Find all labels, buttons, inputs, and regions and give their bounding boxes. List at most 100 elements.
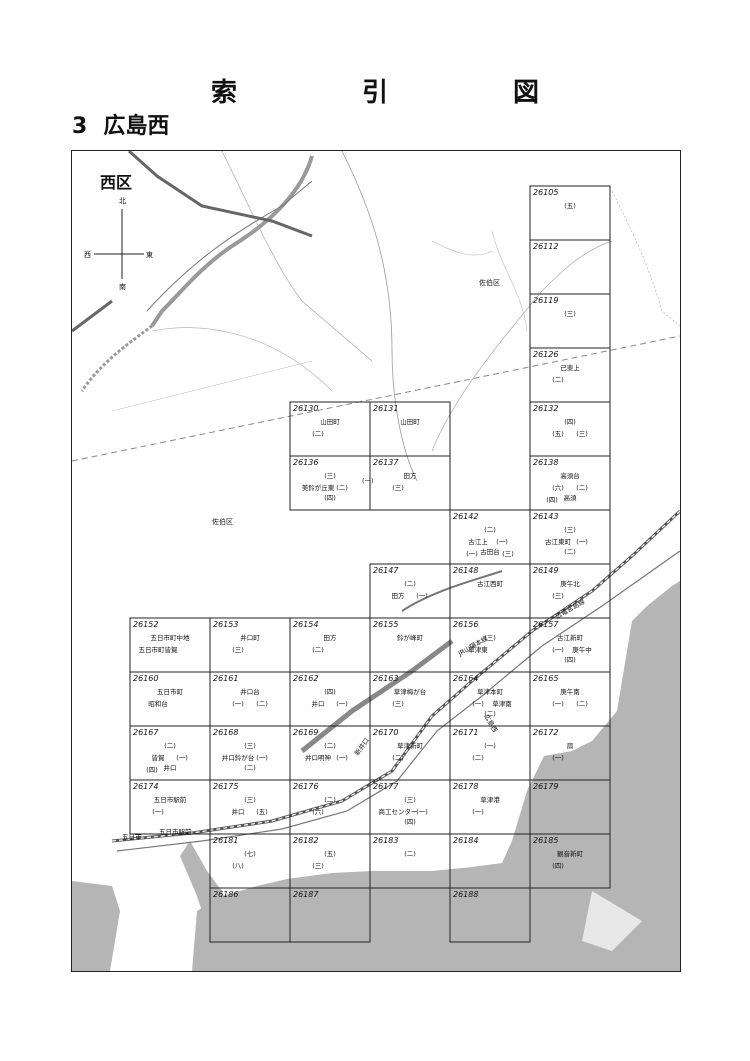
sheet-number-26175: 26175 — [213, 782, 238, 791]
sheet-number-26167: 26167 — [133, 728, 159, 737]
sheet-place-label: 昭和台 — [148, 699, 168, 708]
sheet-labels: 26105(五)2611226119(三)26126己斐上(二)26130山田町… — [133, 188, 592, 899]
sheet-place-label: (一) — [256, 754, 268, 762]
sheet-number-26119: 26119 — [533, 296, 558, 305]
sheet-place-label: 五日市駅前 — [154, 795, 187, 804]
sheet-place-label: (三) — [576, 430, 588, 438]
sheet-place-label: 古江新町 — [557, 633, 584, 642]
sheet-place-label: (二) — [576, 700, 588, 708]
compass-east: 東 — [146, 250, 153, 259]
sheet-place-label: 田方 — [392, 591, 406, 600]
page-title: 索 引 図 — [210, 78, 598, 108]
sheet-number-26152: 26152 — [133, 620, 158, 629]
river-lower — [180, 841, 247, 971]
bypass — [300, 639, 454, 753]
sheet-number-26181: 26181 — [213, 836, 238, 845]
sheet-place-label: (二) — [324, 796, 336, 804]
sheet-number-26182: 26182 — [293, 836, 318, 845]
sheet-number-26170: 26170 — [373, 728, 398, 737]
sheet-place-label: (二) — [392, 754, 404, 762]
sheet-place-label: (一) — [232, 700, 244, 708]
port-island — [582, 891, 642, 951]
road-label-itsukaichi-ekimae: 五日市駅前 — [159, 827, 192, 836]
sheet-place-label: (一) — [416, 592, 428, 600]
map-canvas: 北 南 東 西 佐伯区 佐伯区 JR山陽本線 広電宮島線 新井口 五日市 五日市… — [72, 151, 680, 971]
sheet-number-26164: 26164 — [453, 674, 478, 683]
sheet-place-label: 庚午南 — [560, 687, 580, 696]
sheet-place-label: (四) — [146, 766, 158, 774]
sheet-place-label: 井口台 — [240, 687, 260, 696]
sheet-place-label: (六) — [552, 483, 564, 492]
sheet-place-label: (二) — [484, 526, 496, 534]
sheet-place-label: 商工センター — [379, 807, 418, 816]
sheet-number-26169: 26169 — [293, 728, 318, 737]
sheet-place-label: (一) — [552, 754, 564, 762]
sheet-place-label: (三) — [564, 310, 576, 318]
sheet-place-label: (二) — [404, 850, 416, 858]
sheet-place-label: (一) — [576, 538, 588, 546]
sheet-place-label: (六) — [312, 807, 324, 816]
sheet-place-label: (四) — [564, 418, 576, 426]
sheet-place-label: (一) — [336, 700, 348, 708]
sheet-number-26185: 26185 — [533, 836, 558, 845]
sheet-place-label: (一) — [466, 550, 478, 558]
sheet-place-label: (二) — [564, 548, 576, 556]
sheet-place-label: (三) — [312, 862, 324, 870]
sheet-place-label: 草津梅が台 — [394, 687, 427, 696]
sheet-number-26172: 26172 — [533, 728, 558, 737]
sheet-number-26142: 26142 — [453, 512, 478, 521]
sheet-place-label: (三) — [324, 472, 336, 480]
sheet-number-26130: 26130 — [293, 404, 318, 413]
sheet-place-label: (一) — [176, 754, 188, 762]
sheet-place-label: 美鈴が丘東 — [302, 483, 335, 492]
sheet-place-label: (三) — [552, 592, 564, 600]
sheet-place-label: (三) — [484, 634, 496, 642]
sheet-place-label: (三) — [244, 742, 256, 750]
sheet-place-label: (一) — [416, 808, 428, 816]
sheet-place-label: (二) — [552, 376, 564, 384]
sheet-place-label: (三) — [392, 484, 404, 492]
sheet-number-26147: 26147 — [373, 566, 399, 575]
sheet-place-label: (二) — [336, 484, 348, 492]
sheet-place-label: 井口町 — [240, 633, 260, 642]
sheet-number-26160: 26160 — [133, 674, 158, 683]
ward-label: 西区 — [100, 173, 133, 192]
sheet-number-26184: 26184 — [453, 836, 478, 845]
sheet-place-label: 鈴が峰町 — [397, 633, 424, 642]
sheet-place-label: (一) — [472, 700, 484, 708]
sheet-place-label: (一) — [472, 808, 484, 816]
sheet-number-26105: 26105 — [533, 188, 558, 197]
sheet-place-label: 井口 — [232, 807, 245, 816]
sheet-number-26132: 26132 — [533, 404, 558, 413]
sheet-number-26143: 26143 — [533, 512, 558, 521]
sheet-place-label: (二) — [404, 580, 416, 588]
river — [150, 155, 314, 328]
sheet-place-label: 草津南 — [492, 699, 512, 708]
sheet-place-label: (二) — [312, 430, 324, 438]
sheet-number-26163: 26163 — [373, 674, 398, 683]
sheet-number-26156: 26156 — [453, 620, 478, 629]
sheet-number-26161: 26161 — [213, 674, 238, 683]
sheet-number-26183: 26183 — [373, 836, 398, 845]
sheet-number-26168: 26168 — [213, 728, 238, 737]
sheet-place-label: 五日市町 — [157, 687, 184, 696]
sheet-place-label: (五) — [324, 850, 336, 858]
sheet-place-label: 井口 — [164, 763, 177, 772]
sheet-place-label: (五) — [564, 202, 576, 210]
sheet-number-26112: 26112 — [533, 242, 558, 251]
sheet-place-label: (一) — [552, 646, 564, 654]
compass-north: 北 — [119, 197, 126, 205]
sheet-number-26153: 26153 — [213, 620, 238, 629]
sheet-place-label: 己斐上 — [560, 363, 580, 372]
section-name: 広島西 — [103, 114, 170, 139]
sheet-number-26177: 26177 — [373, 782, 399, 791]
sheet-place-label: (一) — [336, 754, 348, 762]
sheet-number-26157: 26157 — [533, 620, 559, 629]
sea-area — [192, 581, 680, 971]
sheet-place-label: (三) — [392, 700, 404, 708]
road-label-shin-inokuchi: 新井口 — [352, 736, 371, 757]
sheet-place-label: 高須台 — [560, 471, 580, 480]
sheet-number-26188: 26188 — [453, 890, 478, 899]
sheet-place-label: 草津港 — [480, 795, 500, 804]
